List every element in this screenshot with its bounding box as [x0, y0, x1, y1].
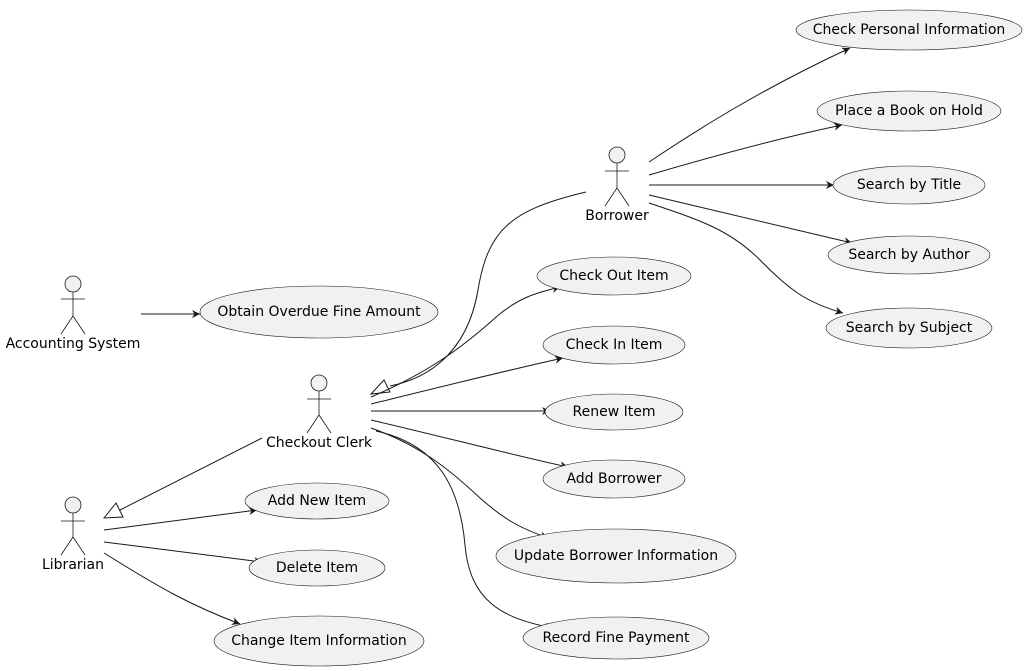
use-case-label: Check Out Item — [559, 268, 668, 284]
generalization-head-clerk — [102, 502, 124, 519]
actor-accounting-system[interactable]: Accounting System — [6, 275, 141, 352]
use-case-change-item-information[interactable]: Change Item Information — [213, 615, 425, 667]
use-case-update-borrower-information[interactable]: Update Borrower Information — [495, 528, 737, 584]
use-case-label: Delete Item — [276, 560, 358, 576]
use-case-label: Search by Title — [857, 177, 961, 193]
use-case-label: Renew Item — [573, 404, 656, 420]
actor-label: Accounting System — [6, 336, 141, 352]
edge-clerk-update-borrower — [370, 427, 549, 540]
use-case-label: Add Borrower — [566, 471, 661, 487]
edge-clerk-generalizes-borrower — [389, 191, 587, 387]
edge-librarian-generalizes-clerk — [119, 437, 263, 511]
use-case-label: Add New Item — [268, 493, 366, 509]
use-case-search-by-author[interactable]: Search by Author — [827, 235, 991, 275]
edge-borrower-search-by-author — [648, 194, 853, 246]
use-case-check-out-item[interactable]: Check Out Item — [536, 256, 692, 296]
use-case-add-borrower[interactable]: Add Borrower — [542, 459, 686, 499]
use-case-obtain-overdue-fine-amount[interactable]: Obtain Overdue Fine Amount — [199, 285, 439, 339]
edges — [102, 47, 853, 631]
edge-clerk-check-out-item — [370, 285, 561, 398]
edge-borrower-check-personal-information — [648, 47, 851, 163]
actors: Borrower Accounting System Checkout Cl — [6, 146, 649, 573]
use-case-label: Search by Author — [848, 247, 970, 263]
use-case-add-new-item[interactable]: Add New Item — [244, 482, 390, 520]
use-case-label: Place a Book on Hold — [835, 103, 983, 119]
use-case-label: Obtain Overdue Fine Amount — [217, 304, 421, 320]
use-case-delete-item[interactable]: Delete Item — [248, 549, 386, 587]
use-case-label: Record Fine Payment — [543, 630, 690, 646]
stick-figure-icon — [306, 374, 332, 434]
use-case-label: Change Item Information — [231, 633, 406, 649]
edge-librarian-delete-item — [103, 541, 263, 565]
edge-librarian-add-new-item — [103, 507, 258, 531]
use-case-search-by-subject[interactable]: Search by Subject — [825, 307, 993, 349]
edge-librarian-change-item-info — [103, 552, 241, 625]
use-case-label: Search by Subject — [846, 320, 973, 336]
edge-clerk-check-in-item — [370, 355, 564, 405]
edge-clerk-add-borrower — [370, 419, 569, 470]
actor-borrower[interactable]: Borrower — [585, 146, 649, 224]
use-case-label: Check Personal Information — [813, 22, 1006, 38]
edge-borrower-search-by-subject — [648, 202, 844, 315]
edge-borrower-place-book-on-hold — [648, 122, 843, 176]
actor-checkout-clerk[interactable]: Checkout Clerk — [266, 374, 373, 451]
use-case-label: Update Borrower Information — [514, 548, 718, 564]
generalization-head-borrower — [369, 379, 391, 395]
actor-label: Librarian — [42, 557, 104, 573]
use-case-place-book-on-hold[interactable]: Place a Book on Hold — [816, 90, 1002, 132]
use-case-check-in-item[interactable]: Check In Item — [542, 325, 686, 365]
use-cases: Check Personal Information Place a Book … — [199, 9, 1023, 667]
use-case-search-by-title[interactable]: Search by Title — [832, 165, 986, 205]
actor-label: Checkout Clerk — [266, 435, 373, 451]
use-case-record-fine-payment[interactable]: Record Fine Payment — [522, 616, 710, 660]
stick-figure-icon — [60, 275, 86, 335]
stick-figure-icon — [604, 146, 630, 207]
use-case-label: Check In Item — [566, 337, 663, 353]
edge-clerk-record-fine — [375, 430, 554, 631]
actor-label: Borrower — [585, 208, 649, 224]
actor-librarian[interactable]: Librarian — [42, 496, 104, 573]
use-case-check-personal-information[interactable]: Check Personal Information — [795, 9, 1023, 51]
use-case-renew-item[interactable]: Renew Item — [544, 393, 684, 431]
stick-figure-icon — [60, 496, 86, 556]
